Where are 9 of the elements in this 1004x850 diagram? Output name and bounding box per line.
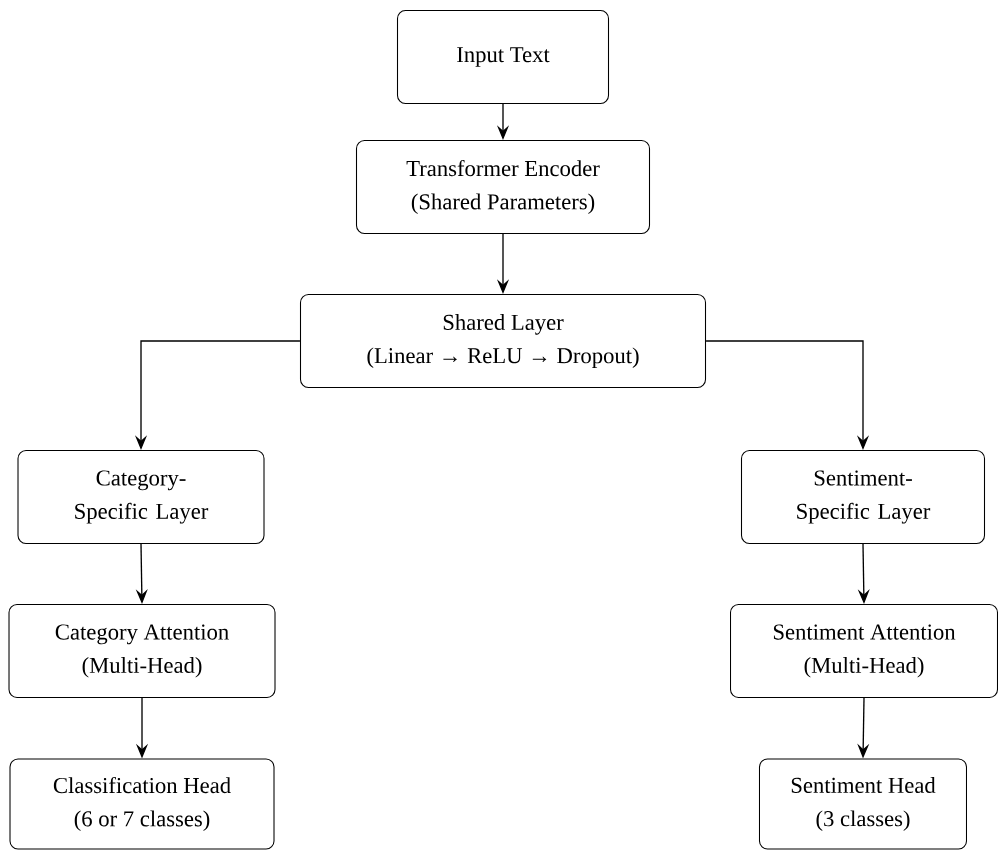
process-box: Sentiment Head (3 classes) bbox=[758, 758, 968, 850]
process-box: Category Attention (Multi-Head) bbox=[8, 603, 276, 699]
process-box: Shared Layer (Linear → ReLU → Dropout) bbox=[299, 293, 707, 389]
process-box: Input Text bbox=[396, 9, 610, 105]
process-box: Classification Head (6 or 7 classes) bbox=[9, 758, 275, 850]
process-box: Sentiment-Specific Layer bbox=[740, 449, 986, 545]
process-box: Transformer Encoder (Shared Parameters) bbox=[355, 139, 651, 235]
process-box: Sentiment Attention (Multi-Head) bbox=[729, 603, 999, 699]
process-box: Category-Specific Layer bbox=[17, 449, 265, 545]
